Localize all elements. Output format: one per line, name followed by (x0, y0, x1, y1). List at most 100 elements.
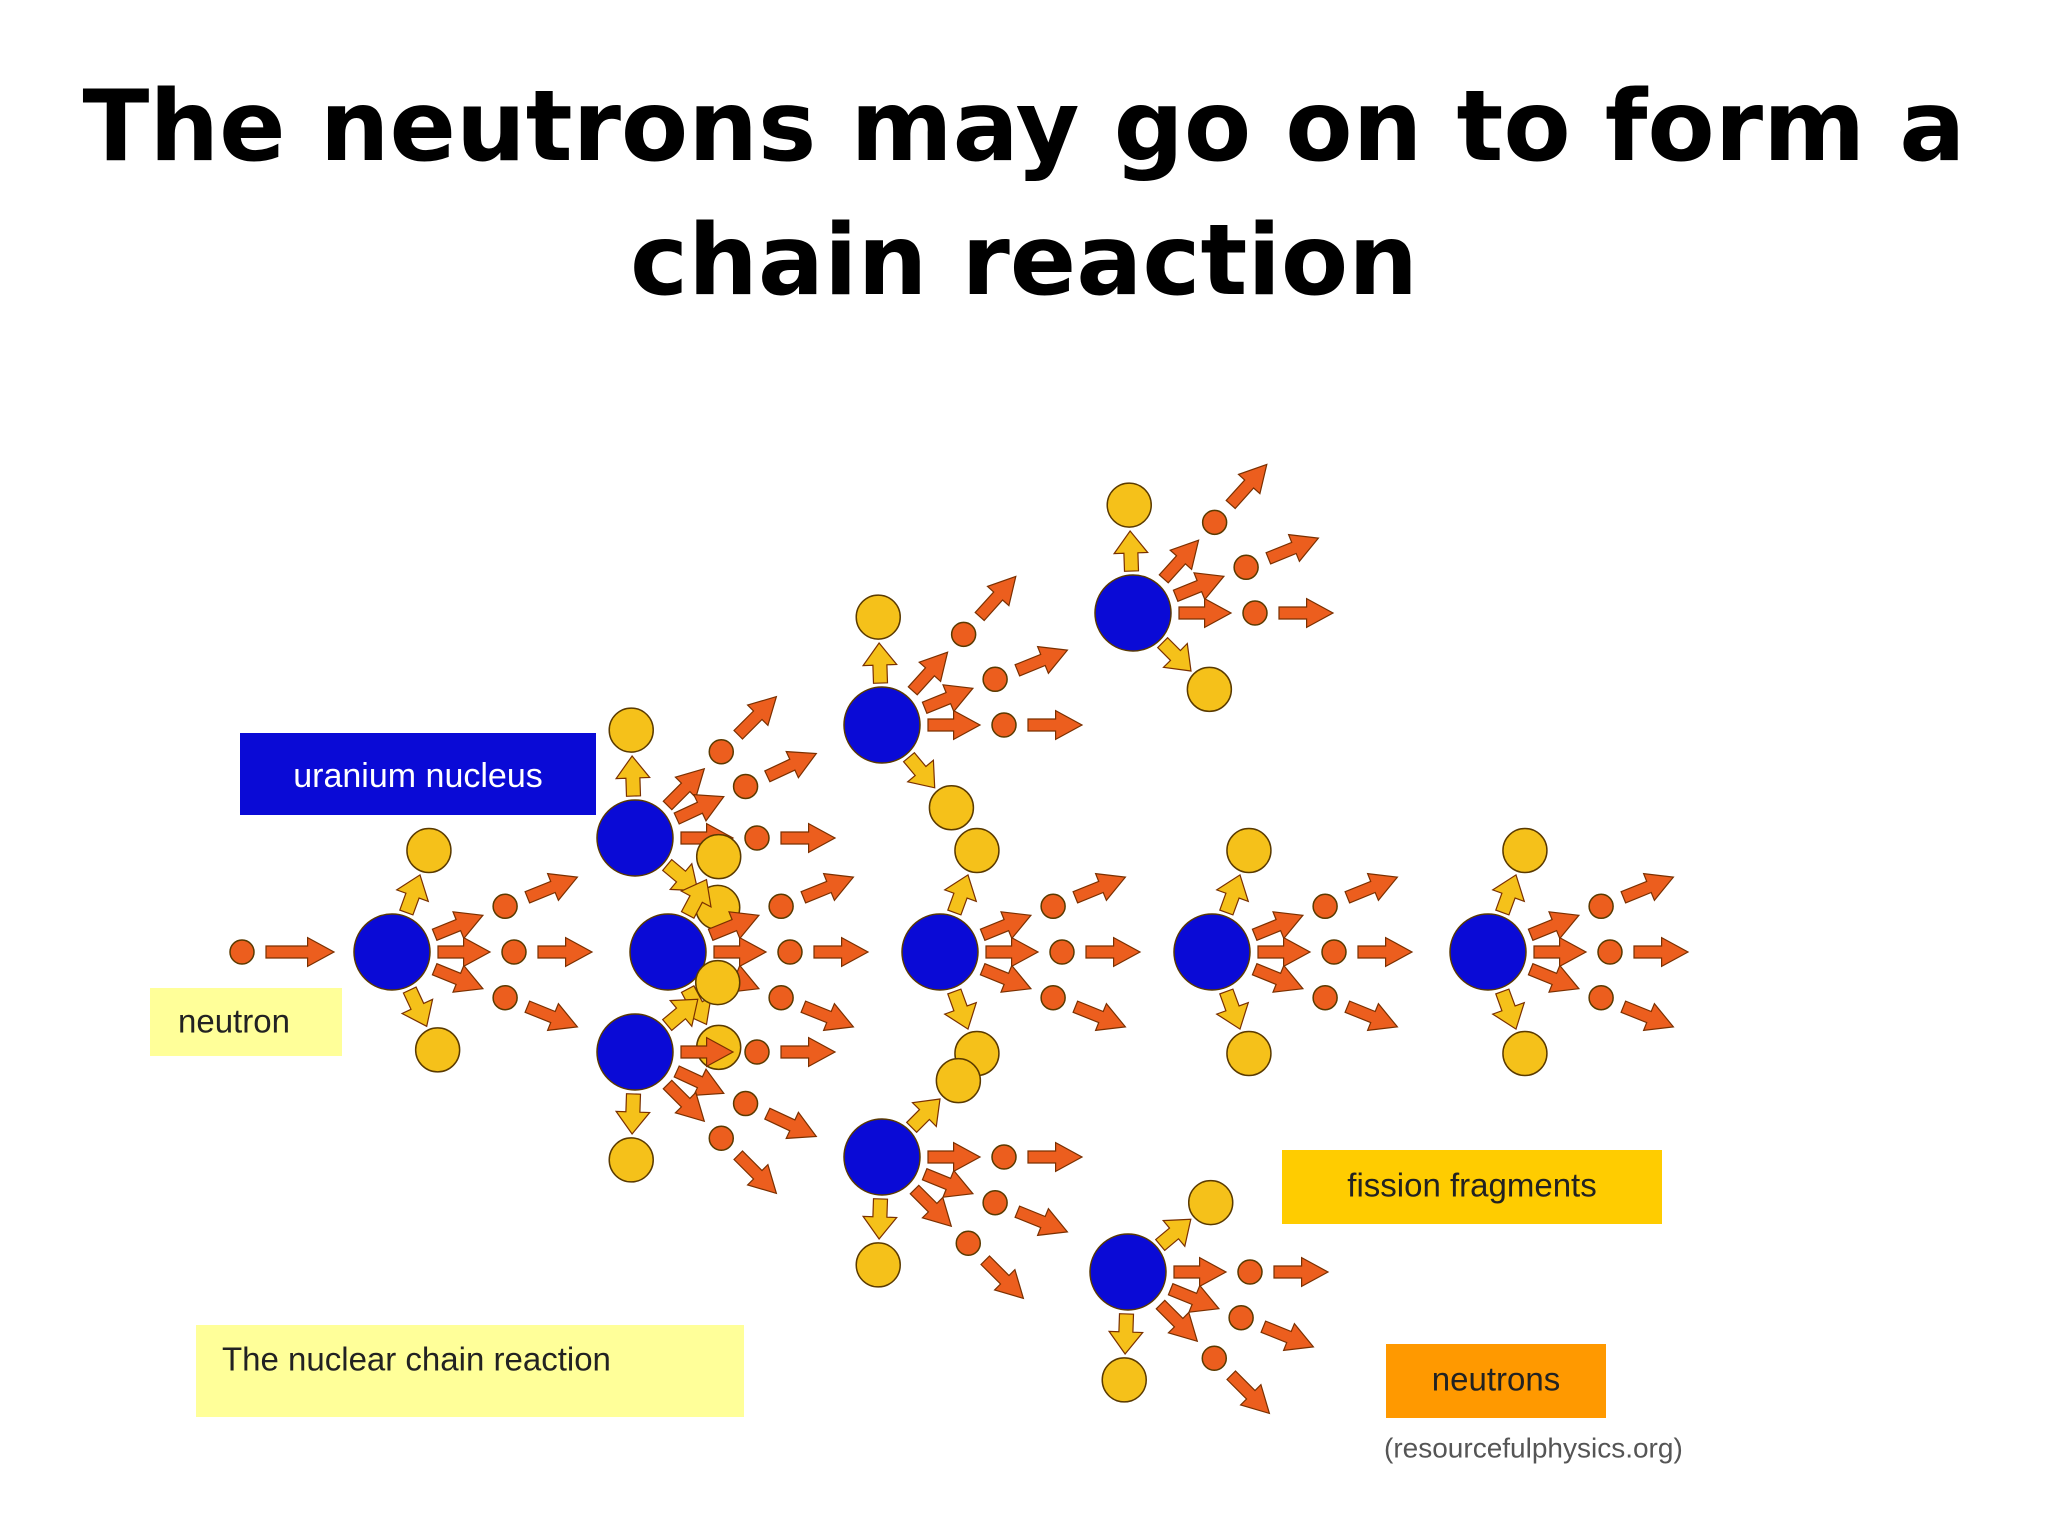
neutron (1049, 939, 1075, 965)
neutron-arrow (524, 1000, 579, 1032)
neutron-arrow (673, 1065, 725, 1096)
neutron (1312, 893, 1338, 920)
fission-fragment (695, 833, 742, 880)
neutron-arrow (1357, 936, 1414, 968)
neutron-arrow (1344, 1000, 1399, 1032)
fission-fragment (935, 1057, 982, 1104)
label-uranium-nucleus: uranium nucleus (240, 733, 596, 815)
neutron (982, 1189, 1008, 1216)
neutron (1588, 984, 1614, 1011)
diagram-shapes (229, 463, 1690, 1415)
uranium-nucleus (901, 913, 979, 991)
uranium-nucleus (353, 913, 431, 991)
neutron-arrow (927, 709, 982, 741)
uranium-nucleus (1089, 1233, 1167, 1311)
neutron (1242, 600, 1268, 626)
uranium-nucleus (596, 1013, 674, 1091)
neutron (1597, 939, 1623, 965)
neutron-arrow (1260, 1320, 1315, 1352)
neutron-arrow (662, 767, 706, 811)
fragment-arrow (1491, 873, 1526, 916)
neutron-arrow (979, 911, 1033, 942)
uranium-nucleus (629, 913, 707, 991)
neutron-arrow (1072, 872, 1127, 904)
fragment-arrow (1215, 873, 1250, 916)
fragment-arrow (861, 642, 898, 684)
neutron-arrow (1167, 1282, 1221, 1313)
fragment-arrow (1215, 988, 1250, 1031)
fragment-arrow (1112, 530, 1149, 572)
fission-fragment (1226, 827, 1272, 874)
fragment-arrow (1156, 636, 1192, 672)
neutron-arrow (1527, 962, 1581, 993)
fission-fragment (928, 784, 975, 831)
neutron (732, 773, 759, 800)
uranium-nucleus (843, 686, 921, 764)
neutron (1312, 984, 1338, 1011)
neutron-arrow (907, 651, 949, 696)
uranium-nucleus (596, 799, 674, 877)
neutron-arrow (1251, 911, 1305, 942)
neutron-arrow (537, 936, 594, 968)
neutron (950, 621, 977, 648)
fission-fragment (855, 1242, 901, 1288)
neutron (744, 825, 770, 851)
neutron-arrow (680, 1036, 735, 1068)
neutron-arrow (1172, 572, 1226, 603)
fission-fragment (1502, 827, 1548, 874)
neutron-arrow (733, 695, 778, 740)
neutron-arrow (927, 1141, 982, 1173)
neutron-arrow (707, 911, 761, 942)
fission-fragment (1226, 1030, 1272, 1077)
neutron-arrow (1620, 1000, 1675, 1032)
neutron (1228, 1304, 1254, 1331)
neutron-arrow (1533, 936, 1588, 968)
uranium-nucleus (1173, 913, 1251, 991)
neutron-arrow (1278, 597, 1335, 629)
source-credit: (resourcefulphysics.org) (1384, 1432, 1683, 1463)
fragment-arrow (1491, 988, 1526, 1031)
fission-fragment (1187, 1179, 1234, 1226)
label-neutron-text: neutron (178, 1003, 290, 1040)
neutron (732, 1090, 759, 1117)
slide-title: The neutrons may go on to form a chain r… (0, 60, 2048, 328)
fragment-arrow (400, 986, 434, 1028)
fission-fragment (855, 594, 901, 640)
title-line-1: The neutrons may go on to form a (82, 70, 1966, 184)
neutron-arrow (1257, 936, 1312, 968)
neutron-arrow (1155, 1299, 1199, 1343)
neutron (1237, 1259, 1263, 1285)
neutron-arrow (974, 575, 1017, 622)
neutron (1040, 984, 1066, 1011)
neutron-arrow (1620, 872, 1675, 904)
neutron-arrow (265, 936, 336, 968)
fragment-arrow (661, 998, 699, 1032)
neutron (777, 939, 803, 965)
neutron-arrow (1273, 1256, 1330, 1288)
neutron-arrow (1178, 597, 1233, 629)
fission-fragment (1502, 1030, 1548, 1077)
neutron-arrow (1014, 645, 1069, 677)
neutron (991, 1144, 1017, 1170)
neutron-arrow (1027, 1141, 1084, 1173)
fission-fragment (1101, 1357, 1147, 1403)
fission-fragment (608, 1137, 654, 1183)
neutron-arrow (437, 936, 492, 968)
neutron-arrow (985, 936, 1040, 968)
neutron (1588, 893, 1614, 920)
neutron-arrow (800, 872, 855, 904)
fragment-arrow (943, 873, 978, 916)
neutron-arrow (764, 1107, 818, 1140)
fragment-arrow (1107, 1313, 1144, 1355)
neutron-arrow (921, 684, 975, 715)
fission-fragment (608, 707, 654, 753)
fission-fragment (414, 1027, 461, 1073)
neutron-arrow (1633, 936, 1690, 968)
label-uranium-nucleus-text: uranium nucleus (293, 757, 542, 795)
neutron-arrow (1014, 1205, 1069, 1237)
neutron-arrow (673, 794, 725, 825)
neutron-arrow (713, 936, 768, 968)
neutron (982, 666, 1008, 693)
uranium-nucleus (1094, 574, 1172, 652)
neutron (1321, 939, 1347, 965)
